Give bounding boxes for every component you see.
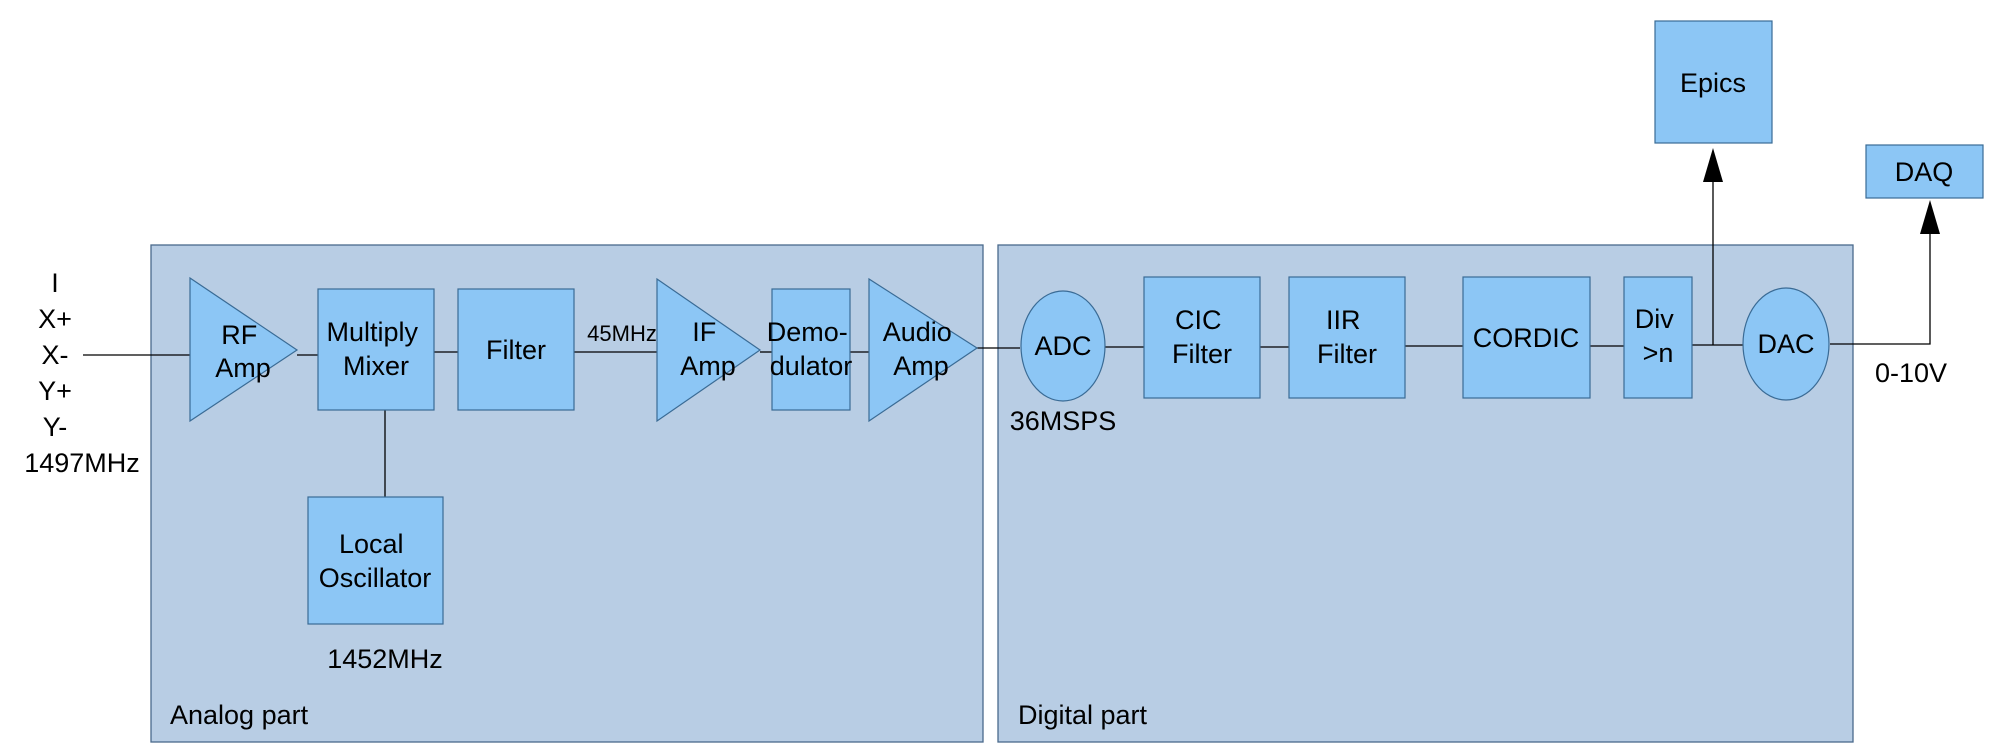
audio-amp-label: Audio Amp [883,317,960,381]
cordic-label: CORDIC [1473,323,1580,353]
rf-amp-label: RF Amp [215,320,271,383]
cordic-block [1462,276,1591,399]
input-labels: I X+ X- Y+ Y- 1497MHz [24,268,140,478]
input-label-freq: 1497MHz [24,448,140,478]
daq-label: DAQ [1895,157,1954,187]
dac-to-daq-wire [1830,234,1931,345]
input-label-xminus: X- [42,340,69,370]
daq-block [1865,144,1984,199]
divider-block [1623,276,1693,399]
demodulator-block [771,288,851,411]
input-label-yplus: Y+ [38,376,72,406]
filter-block [457,288,575,411]
demodulator-label: Demo- dulator [767,317,856,381]
iir-filter-block [1288,276,1406,399]
output-range-label: 0-10V [1875,358,1947,388]
dac-block [1742,287,1830,401]
cic-filter-label: CIC Filter [1172,305,1232,369]
cic-filter-block [1143,276,1261,399]
epics-block [1654,20,1773,144]
mixer-block [317,288,435,411]
audio-amp-block [868,277,979,423]
digital-region-label: Digital part [1018,700,1148,730]
input-label-i: I [51,268,59,298]
adc-rate-label: 36MSPS [1010,406,1117,436]
iir-filter-label: IIR Filter [1317,305,1377,369]
adc-label: ADC [1034,331,1091,361]
if-amp-block [656,277,762,423]
rf-amp-block [189,276,299,423]
analog-region-label: Analog part [170,700,309,730]
daq-arrow-icon [1920,200,1940,234]
mixer-label: Multiply Mixer [326,317,425,381]
if-frequency-label: 45MHz [587,321,657,346]
input-label-xplus: X+ [38,304,72,334]
adc-block [1020,290,1106,402]
local-oscillator-block [307,496,444,625]
signal-wires [83,182,1931,497]
epics-label: Epics [1680,68,1746,98]
digital-region [997,244,1854,743]
if-amp-label: IF Amp [680,317,736,381]
epics-arrow-icon [1703,148,1723,182]
filter-label: Filter [486,335,546,365]
lo-frequency-label: 1452MHz [327,644,443,674]
input-label-yminus: Y- [43,412,68,442]
local-oscillator-label: Local Oscillator [319,529,432,593]
divider-label: Div >n [1635,304,1682,368]
dac-label: DAC [1757,329,1814,359]
